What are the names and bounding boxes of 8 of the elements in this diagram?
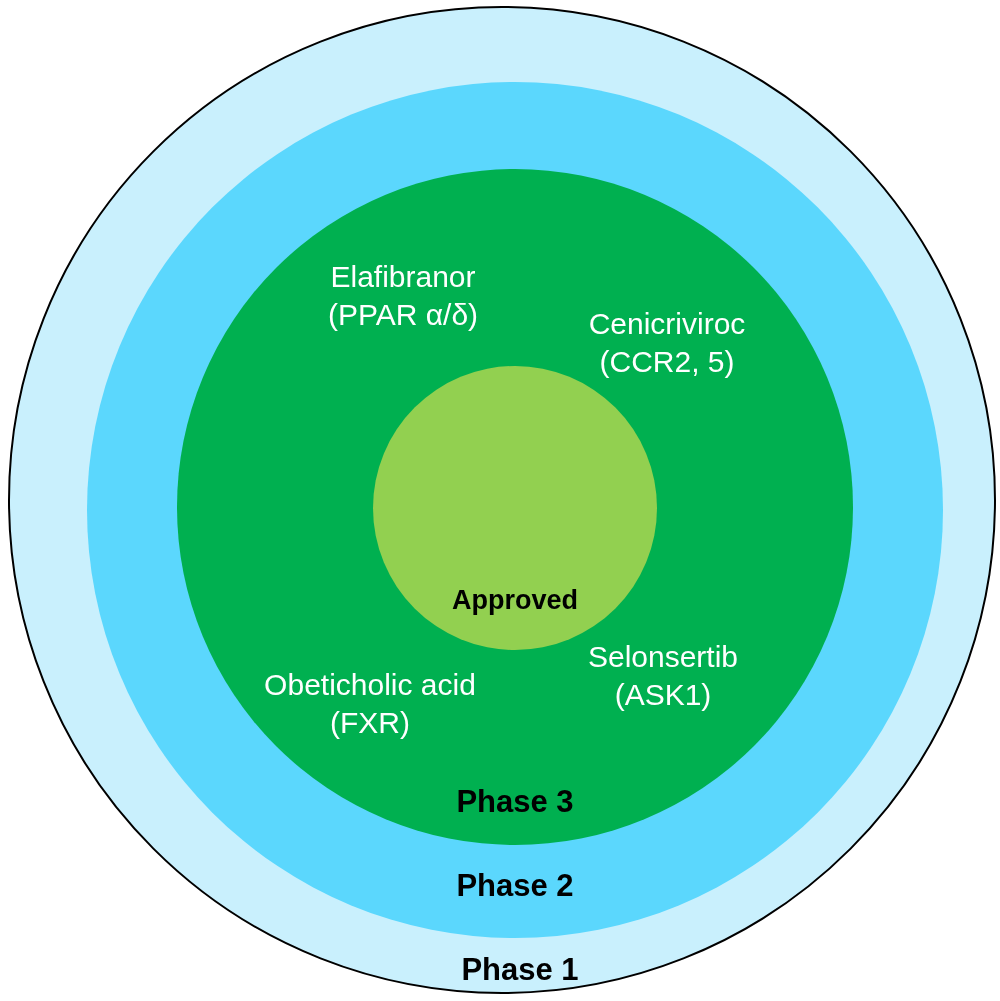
drug-label: Cenicriviroc (CCR2, 5) (587, 306, 747, 380)
drug-label: Obeticholic acid (FXR) (263, 667, 477, 741)
stage-label: Approved (452, 584, 578, 616)
drug-label: Selonsertib (ASK1) (586, 639, 740, 713)
stage-label: Phase 3 (456, 784, 574, 820)
stage-label: Phase 1 (461, 952, 579, 988)
drug-label: Elafibranor (PPAR α/δ) (326, 259, 480, 333)
stage-label: Phase 2 (456, 868, 574, 904)
